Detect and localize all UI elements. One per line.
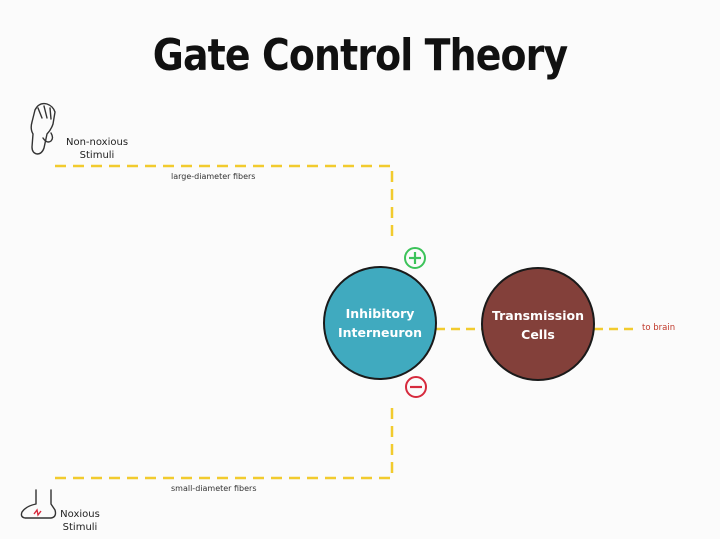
noxious-line1: Noxious	[60, 509, 100, 520]
large-fiber-label: large-diameter fibers	[171, 172, 256, 181]
pain-mark-icon	[33, 508, 42, 517]
transmission-line2: Cells	[521, 327, 555, 342]
interneuron-line1: Inhibitory	[345, 306, 415, 321]
interneuron-node	[323, 266, 437, 380]
interneuron-label: Inhibitory Interneuron	[324, 290, 436, 356]
transmission-label: Transmission Cells	[482, 292, 594, 358]
small-fiber-label: small-diameter fibers	[171, 484, 257, 493]
hand-icon	[30, 102, 56, 155]
non-noxious-stimuli-label: Non-noxious Stimuli	[57, 136, 137, 162]
small-fiber-line	[55, 402, 394, 480]
interneuron-line2: Interneuron	[337, 325, 423, 340]
inhibit-sign	[405, 376, 427, 398]
foot-icon	[20, 489, 57, 519]
large-fiber-line	[55, 164, 394, 240]
transmission-node	[481, 267, 595, 381]
non-noxious-line2: Stimuli	[79, 150, 115, 161]
to-brain-label: to brain	[642, 323, 676, 333]
non-noxious-line1: Non-noxious	[65, 137, 129, 148]
noxious-line2: Stimuli	[62, 522, 98, 533]
transmission-line1: Transmission	[491, 308, 585, 323]
excite-sign	[404, 247, 426, 269]
page-title: Gate Control Theory	[152, 30, 568, 81]
noxious-stimuli-label: Noxious Stimuli	[40, 508, 120, 534]
